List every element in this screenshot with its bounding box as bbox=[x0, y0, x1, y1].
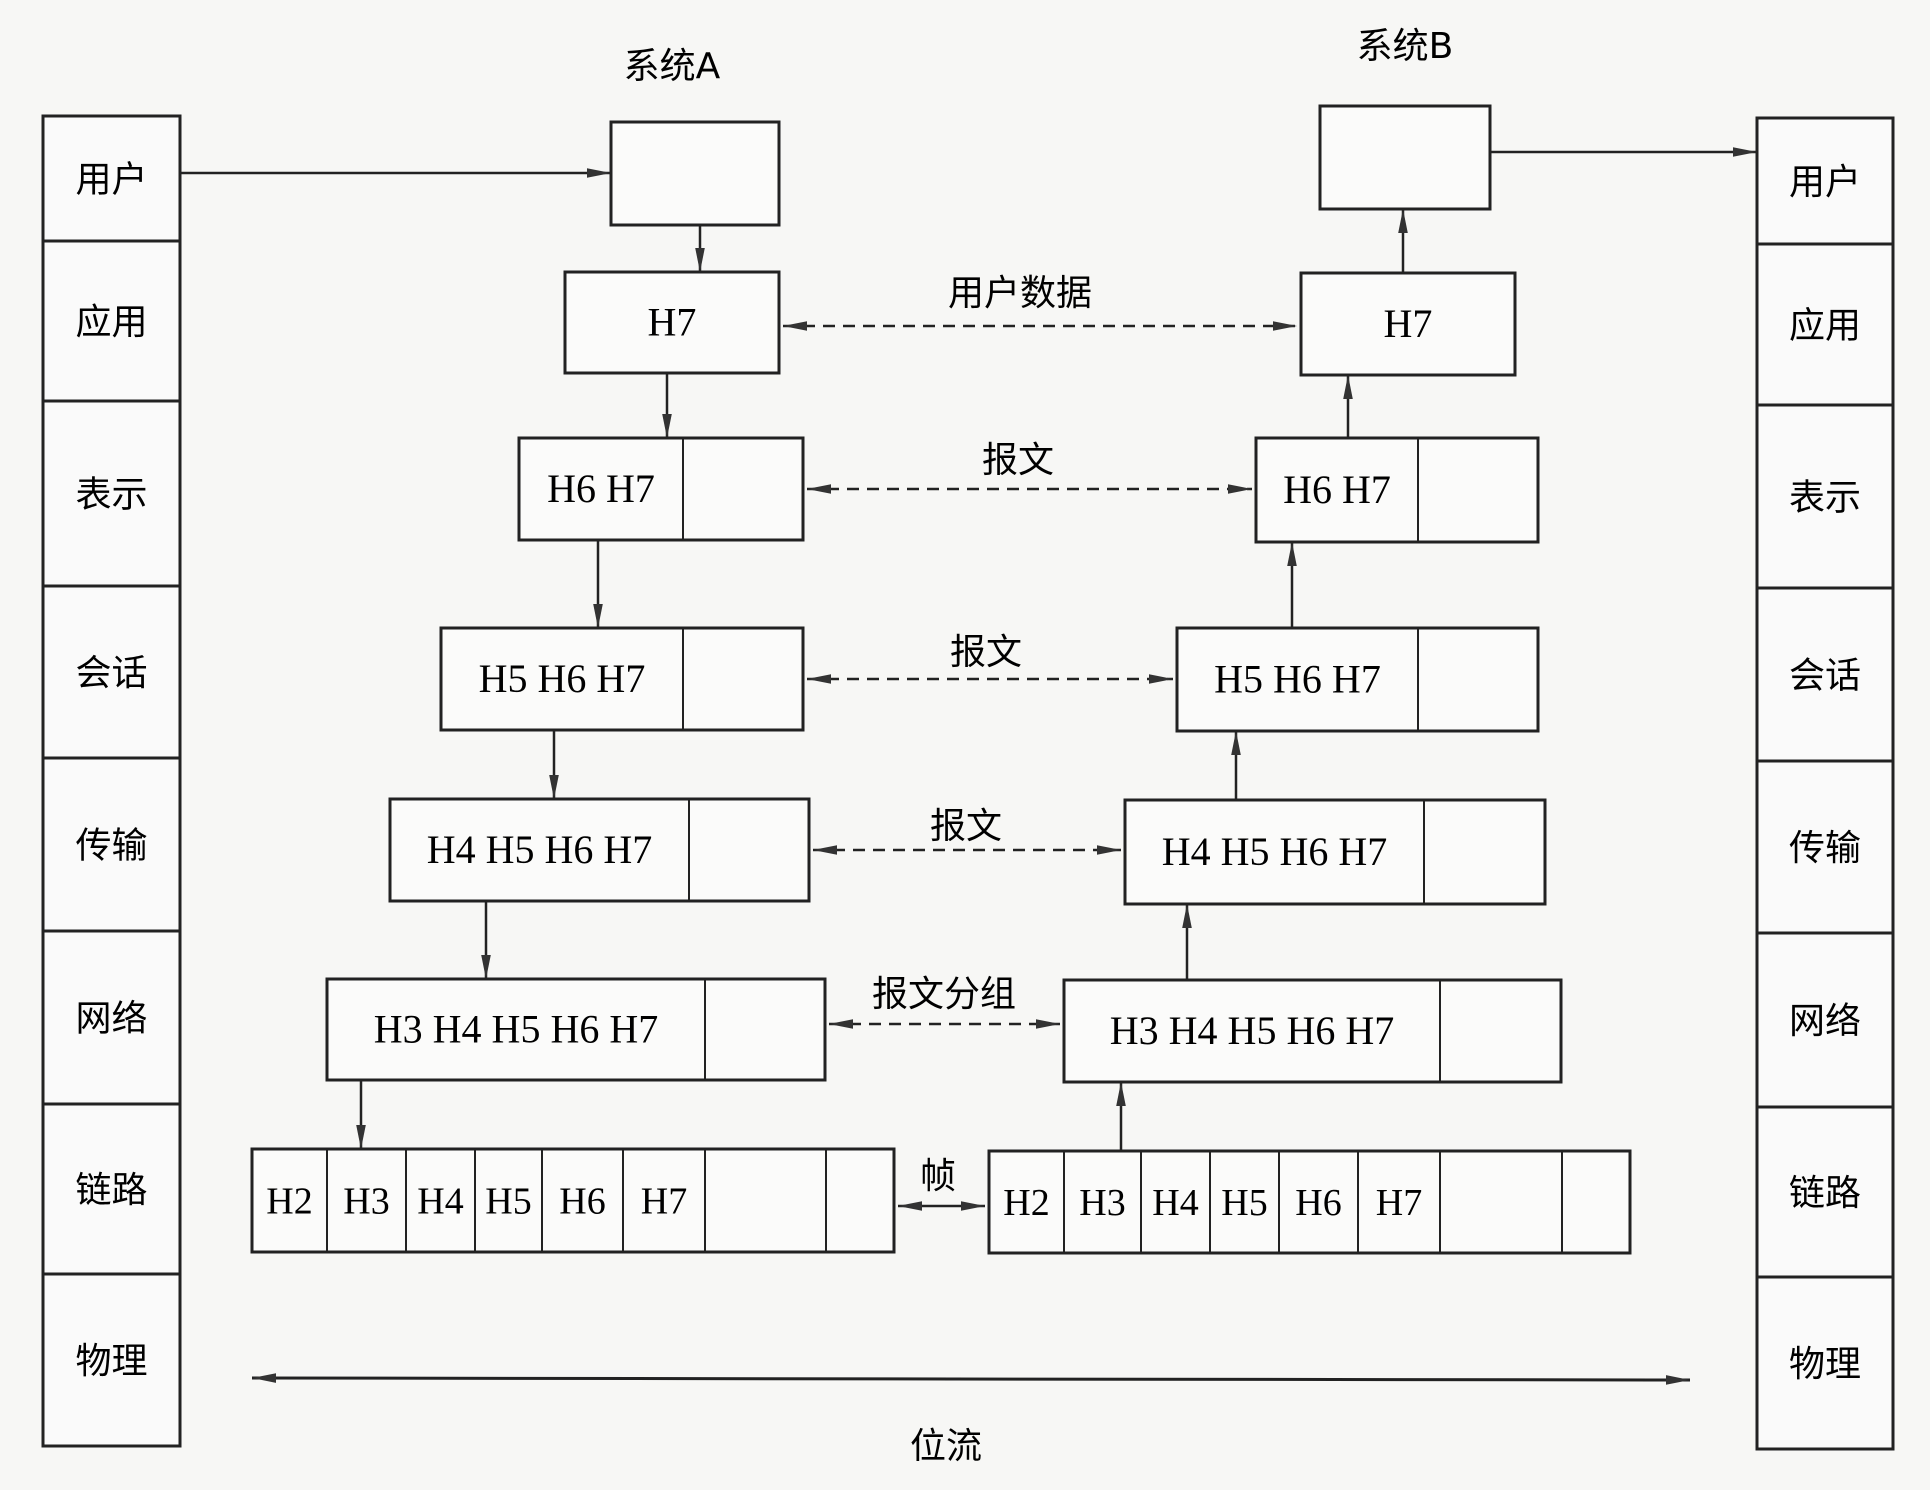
peer-transport: 报文 bbox=[813, 806, 1121, 855]
header-h3: H3 bbox=[1079, 1182, 1125, 1224]
header-h4: H4 bbox=[1152, 1182, 1198, 1224]
header-h5: H5 bbox=[485, 1181, 531, 1223]
right-layer-label: 会话 bbox=[1789, 656, 1861, 697]
b-user-pdu bbox=[1318, 104, 1492, 211]
a-user-pdu bbox=[609, 120, 781, 227]
peer-application: 用户数据 bbox=[783, 273, 1297, 331]
left-layer-label: 用户 bbox=[75, 160, 147, 201]
peer-link: 帧 bbox=[898, 1156, 985, 1211]
a-network-pdu: H3 H4 H5 H6 H7 bbox=[325, 977, 827, 1082]
header-group: H3 H4 H5 H6 H7 bbox=[374, 1007, 658, 1052]
right-layer-label: 用户 bbox=[1789, 162, 1861, 203]
header-group: H7 bbox=[1384, 301, 1433, 346]
header-h3: H3 bbox=[343, 1181, 389, 1223]
peer-presentation-label: 报文 bbox=[982, 440, 1054, 481]
peer-session-label: 报文 bbox=[950, 632, 1022, 673]
header-h5: H5 bbox=[1221, 1182, 1267, 1224]
pdu-box bbox=[1062, 978, 1563, 1084]
right-layer-label: 物理 bbox=[1789, 1344, 1861, 1385]
pdu-box bbox=[563, 270, 781, 375]
bitstream-arrow bbox=[251, 1373, 1691, 1385]
header-h7: H7 bbox=[641, 1181, 687, 1223]
header-group: H6 H7 bbox=[547, 466, 655, 511]
right-layer-label: 网络 bbox=[1789, 1001, 1861, 1042]
header-group: H3 H4 H5 H6 H7 bbox=[1110, 1008, 1394, 1053]
b-presentation-pdu: H6 H7 bbox=[1254, 436, 1540, 544]
pdu-box bbox=[609, 120, 781, 227]
b-link-pdu: H2 H3 H4 H5 H6 H7 bbox=[987, 1149, 1632, 1255]
system-a-title: 系统A bbox=[624, 46, 721, 87]
peer-session: 报文 bbox=[807, 632, 1173, 684]
b-session-pdu: H5 H6 H7 bbox=[1175, 626, 1540, 733]
left-layer-label: 会话 bbox=[75, 653, 147, 694]
peer-presentation: 报文 bbox=[807, 440, 1252, 494]
right-layer-label: 表示 bbox=[1789, 478, 1861, 519]
pdu-box bbox=[987, 1149, 1632, 1255]
left-layer-label: 网络 bbox=[75, 999, 147, 1040]
a-session-pdu: H5 H6 H7 bbox=[439, 626, 805, 732]
header-h7: H7 bbox=[1376, 1182, 1422, 1224]
a-presentation-pdu: H6 H7 bbox=[517, 436, 805, 542]
header-h2: H2 bbox=[266, 1181, 312, 1223]
peer-application-label: 用户数据 bbox=[948, 273, 1092, 314]
right-layer-label: 链路 bbox=[1789, 1173, 1861, 1214]
pdu-box bbox=[517, 436, 805, 542]
a-application-pdu: H7 bbox=[563, 270, 781, 375]
peer-network-label: 报文分组 bbox=[872, 974, 1016, 1015]
right-layer-label: 应用 bbox=[1789, 306, 1861, 347]
header-group: H7 bbox=[648, 300, 697, 345]
peer-link-label: 帧 bbox=[920, 1156, 956, 1197]
pdu-box bbox=[1175, 626, 1540, 733]
header-h6: H6 bbox=[1295, 1182, 1341, 1224]
flow-arrows bbox=[180, 147, 1757, 1151]
left-layer-label: 传输 bbox=[75, 826, 147, 867]
a-link-pdu: H2 H3 H4 H5 H6 H7 bbox=[250, 1147, 896, 1254]
header-group: H5 H6 H7 bbox=[1214, 657, 1381, 702]
right-column-frame bbox=[1755, 116, 1895, 1451]
pdu-box bbox=[439, 626, 805, 732]
header-h2: H2 bbox=[1003, 1182, 1049, 1224]
left-layer-label: 链路 bbox=[75, 1170, 147, 1211]
peer-network: 报文分组 bbox=[829, 974, 1060, 1029]
pdu-box bbox=[250, 1147, 896, 1254]
left-column-frame bbox=[41, 114, 182, 1448]
left-layer-label: 表示 bbox=[75, 475, 147, 516]
header-group: H4 H5 H6 H7 bbox=[1162, 829, 1388, 874]
pdu-box bbox=[388, 797, 811, 903]
header-group: H5 H6 H7 bbox=[479, 656, 646, 701]
bitstream-label: 位流 bbox=[910, 1426, 982, 1467]
pdu-box bbox=[1254, 436, 1540, 544]
pdu-box bbox=[1299, 271, 1517, 377]
left-layer-label: 物理 bbox=[75, 1341, 147, 1382]
peer-transport-label: 报文 bbox=[930, 806, 1002, 847]
pdu-box bbox=[1318, 104, 1492, 211]
b-transport-pdu: H4 H5 H6 H7 bbox=[1123, 798, 1547, 906]
header-h6: H6 bbox=[559, 1181, 605, 1223]
header-group: H4 H5 H6 H7 bbox=[427, 827, 653, 872]
b-application-pdu: H7 bbox=[1299, 271, 1517, 377]
pdu-box bbox=[1123, 798, 1547, 906]
system-b-title: 系统B bbox=[1357, 26, 1454, 67]
header-group: H6 H7 bbox=[1283, 467, 1391, 512]
b-network-pdu: H3 H4 H5 H6 H7 bbox=[1062, 978, 1563, 1084]
pdu-box bbox=[325, 977, 827, 1082]
right-layer-label: 传输 bbox=[1789, 828, 1861, 869]
a-transport-pdu: H4 H5 H6 H7 bbox=[388, 797, 811, 903]
header-h4: H4 bbox=[417, 1181, 463, 1223]
left-layer-label: 应用 bbox=[75, 302, 147, 343]
